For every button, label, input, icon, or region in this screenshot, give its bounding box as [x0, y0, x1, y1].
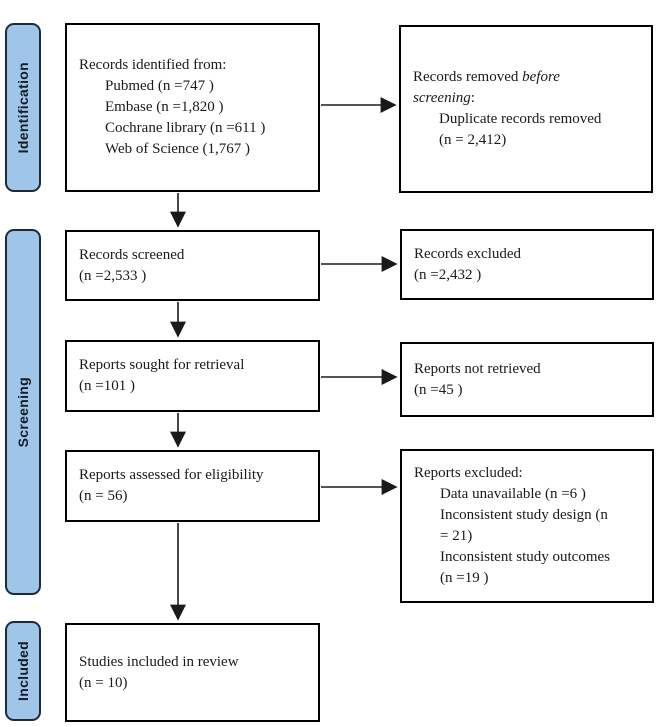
- box-text-line: (n =2,432 ): [414, 266, 482, 283]
- box-text-line: Records identified from:: [79, 57, 227, 73]
- box-text-line: screening:: [413, 90, 475, 106]
- records-excluded-box: Records excluded (n =2,432 ): [400, 229, 654, 300]
- box-text-line: Records screened: [79, 246, 185, 263]
- box-text-line: Data unavailable (n =6 ): [440, 486, 586, 502]
- box-text-line: Records excluded: [414, 245, 522, 262]
- stage-identification: Identification: [5, 23, 41, 192]
- reports-not-retrieved-box: Reports not retrieved (n =45 ): [400, 342, 654, 417]
- box-text-line: (n =2,533 ): [79, 267, 147, 284]
- records-identified-box: Records identified from: Pubmed (n =747 )…: [65, 23, 320, 192]
- stage-screening-label: Screening: [15, 376, 31, 448]
- box-text-line: Cochrane library (n =611 ): [105, 120, 266, 136]
- records-removed-box: Records removed before screening: Duplicat…: [399, 25, 653, 193]
- box-text-line: (n = 2,412): [439, 132, 507, 148]
- box-text-line: Embase (n =1,820 ): [105, 99, 224, 115]
- box-text-line: Web of Science (1,767 ): [105, 141, 250, 157]
- box-text-line: (n = 56): [79, 488, 128, 504]
- stage-included-label: Included: [15, 641, 31, 701]
- box-text-line: Reports excluded:: [414, 465, 523, 481]
- box-text-line: (n = 10): [79, 674, 128, 691]
- studies-included-box: Studies included in review (n = 10): [65, 623, 320, 722]
- stage-identification-label: Identification: [15, 61, 31, 154]
- box-text-line: Inconsistent study design (n: [440, 507, 608, 523]
- box-text-line: Reports not retrieved: [414, 360, 541, 377]
- box-text-line: Studies included in review: [79, 653, 239, 670]
- stage-included: Included: [5, 621, 41, 721]
- stage-screening: Screening: [5, 229, 41, 595]
- box-text-line: (n =45 ): [414, 381, 463, 398]
- box-text-line: Inconsistent study outcomes: [440, 549, 610, 565]
- box-text-line: (n =101 ): [79, 378, 135, 394]
- reports-assessed-box: Reports assessed for eligibility (n = 56): [65, 450, 320, 522]
- reports-sought-box: Reports sought for retrieval (n =101 ): [65, 340, 320, 412]
- reports-excluded-box: Reports excluded: Data unavailable (n =6 …: [400, 449, 654, 603]
- box-text-line: (n =19 ): [440, 570, 489, 586]
- box-text-line: Reports sought for retrieval: [79, 357, 245, 373]
- box-text-line: Duplicate records removed: [439, 111, 602, 127]
- box-text-line: Reports assessed for eligibility: [79, 467, 264, 483]
- box-text-line: Records removed before: [413, 69, 560, 85]
- box-text-line: = 21): [440, 528, 473, 544]
- records-screened-box: Records screened (n =2,533 ): [65, 230, 320, 301]
- box-text-line: Pubmed (n =747 ): [105, 78, 214, 94]
